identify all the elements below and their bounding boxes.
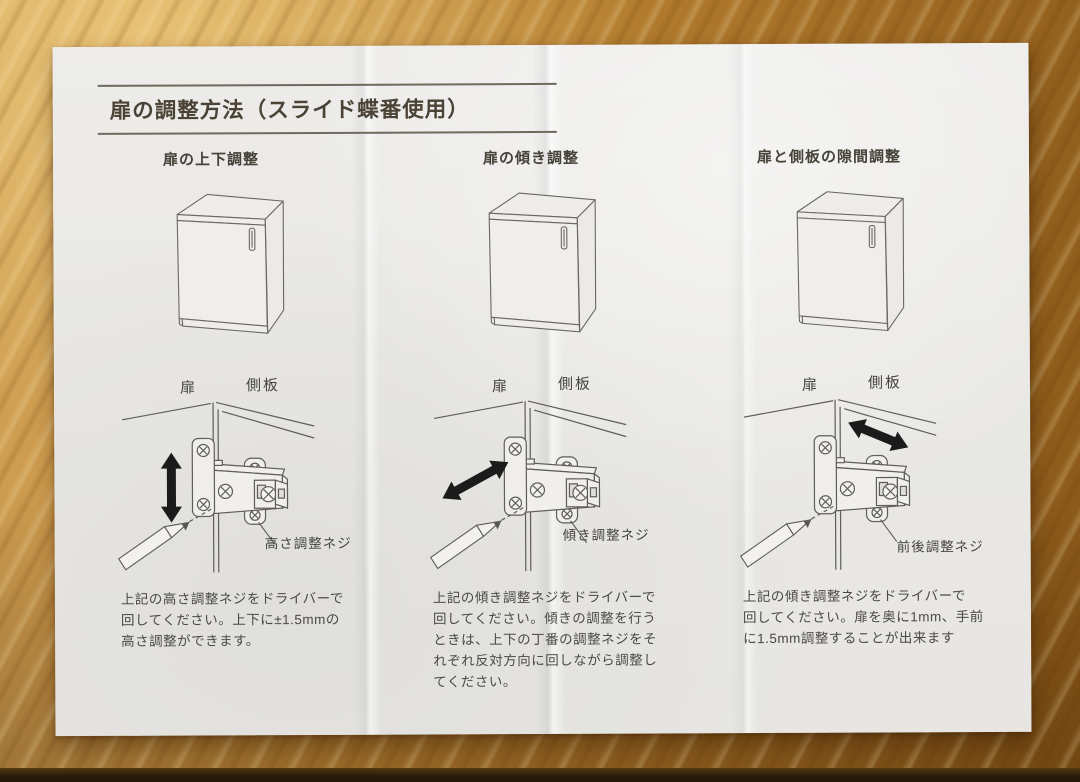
hinge-hardware <box>813 435 911 523</box>
table-edge-shadow <box>0 768 1080 782</box>
cabinet-illustration <box>467 184 668 345</box>
instruction-text: 上記の高さ調整ネジをドライバーで 回してください。上下に±1.5mmの 高さ調整… <box>120 590 344 649</box>
label-leader-line <box>258 521 276 545</box>
up-down-arrow-icon <box>160 452 183 523</box>
instruction-sheet: 扉の調整方法（スライド蝶番使用） 扉の上下調整 <box>52 42 1032 737</box>
door-label: 扉 <box>491 378 510 396</box>
door-label: 扉 <box>801 376 820 394</box>
instruction-text: 上記の傾き調整ネジをドライバーで 回してください。傾きの調整を行う ときは、上下… <box>432 589 658 690</box>
instruction-text: 上記の傾き調整ネジをドライバーで 回してください。扉を奥に1mm、手前 に1.5… <box>742 588 984 646</box>
pointer-dashed-line <box>501 506 525 521</box>
front-back-arrow-icon <box>848 419 909 451</box>
cabinet-illustration <box>155 186 356 347</box>
screwdriver-icon <box>739 518 813 568</box>
side-panel-label: 側板 <box>867 374 903 392</box>
cabinet-line-art <box>796 191 905 332</box>
section-heading: 扉の傾き調整 <box>482 149 580 168</box>
hinge-hardware <box>191 437 289 525</box>
section-tilt-adjustment: 扉の傾き調整 <box>427 144 725 711</box>
screwdriver-icon <box>429 520 503 570</box>
hinge-diagram: 扉 側板 前後調整ネジ <box>738 369 1019 574</box>
screw-callout-label: 高さ調整ネジ <box>264 535 352 552</box>
cabinet-illustration <box>775 183 976 344</box>
sheet-title: 扉の調整方法（スライド蝶番使用） <box>109 97 470 123</box>
hinge-line-art <box>117 401 315 573</box>
section-heading: 扉と側板の隙間調整 <box>756 148 902 167</box>
tilt-diagonal-arrow-icon <box>442 460 509 500</box>
label-leader-line <box>570 520 588 544</box>
cabinet-line-art <box>176 193 285 334</box>
door-label: 扉 <box>179 379 198 397</box>
hinge-line-art <box>429 400 627 572</box>
section-updown-adjustment: 扉の上下調整 <box>115 146 409 713</box>
cabinet-line-art <box>488 192 597 333</box>
section-heading: 扉の上下調整 <box>162 151 260 169</box>
title-block: 扉の調整方法（スライド蝶番使用） <box>97 82 557 135</box>
hinge-diagram: 扉 側板 高さ調整ネジ <box>116 372 397 577</box>
hinge-hardware <box>503 436 601 524</box>
screwdriver-icon <box>117 521 191 571</box>
side-panel-label: 側板 <box>245 377 281 395</box>
side-panel-label: 側板 <box>557 375 593 393</box>
label-leader-line <box>880 519 898 542</box>
pointer-dashed-line <box>189 507 213 523</box>
hinge-line-art <box>739 399 937 570</box>
section-gap-adjustment: 扉と側板の隙間調整 <box>737 143 1027 710</box>
hinge-diagram: 扉 側板 傾き調整ネジ <box>428 370 709 575</box>
pointer-dashed-line <box>811 505 835 520</box>
screw-callout-label: 前後調整ネジ <box>896 539 984 555</box>
screw-callout-label: 傾き調整ネジ <box>562 527 650 543</box>
